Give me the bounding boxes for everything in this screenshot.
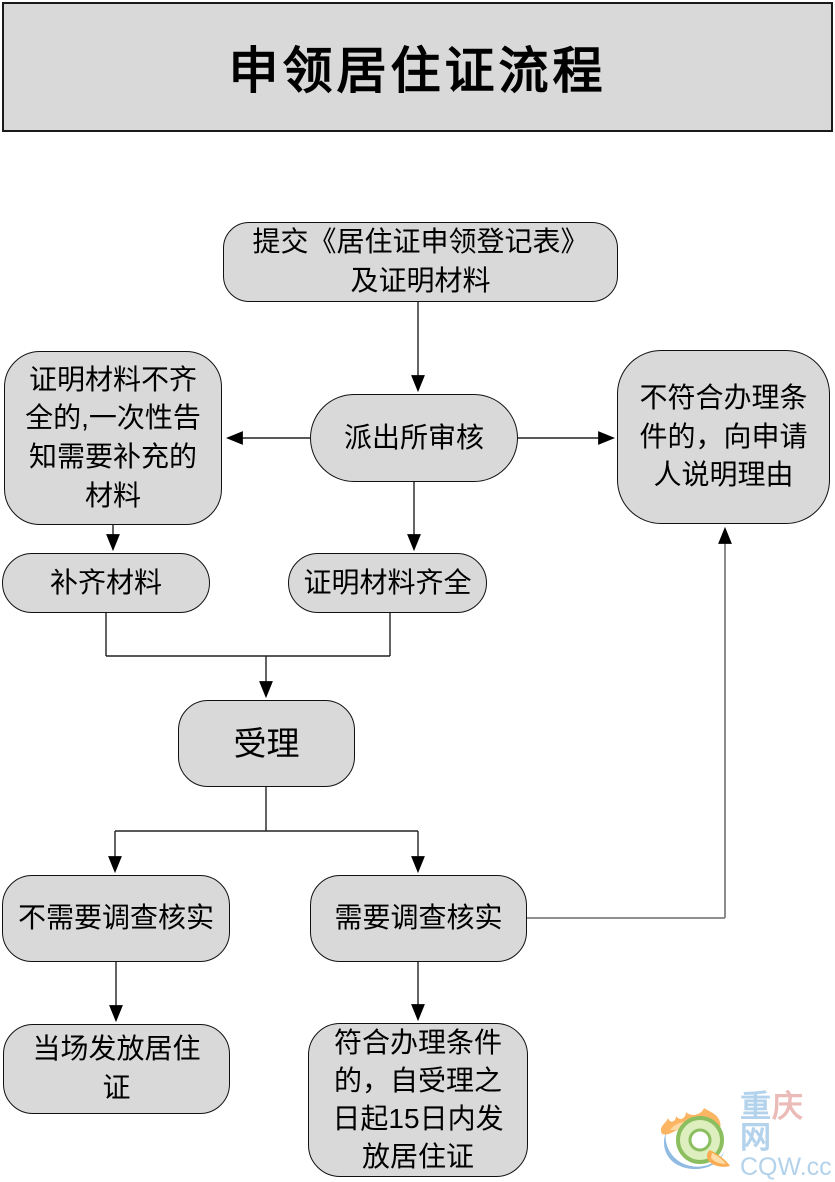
node-police-review: 派出所审核 <box>310 394 518 482</box>
node-no-investigation-needed: 不需要调查核实 <box>2 875 230 962</box>
node-issue-within-15-days: 符合办理条件 的，自受理之 日起15日内发 放居住证 <box>308 1023 528 1177</box>
page-title: 申领居住证流程 <box>228 43 607 99</box>
node-issue-on-spot: 当场发放居住 证 <box>3 1024 230 1114</box>
title-bar: 申领居住证流程 <box>2 2 833 132</box>
node-not-qualified-explain: 不符合办理条 件的，向申请 人说明理由 <box>617 350 830 524</box>
watermark-site-url: CQW.cc <box>740 1153 832 1181</box>
node-accept: 受理 <box>178 700 355 787</box>
watermark-site-name: 重庆网 <box>740 1089 804 1155</box>
node-submit-application: 提交《居住证申领登记表》 及证明材料 <box>223 222 618 302</box>
watermark: 重庆网 CQW.cc <box>652 1091 834 1182</box>
watermark-text: 重庆网 CQW.cc <box>740 1091 834 1180</box>
node-materials-complete: 证明材料齐全 <box>288 553 487 613</box>
node-investigation-needed: 需要调查核实 <box>310 875 527 962</box>
node-supplement-materials: 补齐材料 <box>2 553 210 613</box>
cqw-logo-icon <box>660 1108 730 1170</box>
node-materials-incomplete: 证明材料不齐 全的,一次性告 知需要补充的 材料 <box>4 351 222 525</box>
